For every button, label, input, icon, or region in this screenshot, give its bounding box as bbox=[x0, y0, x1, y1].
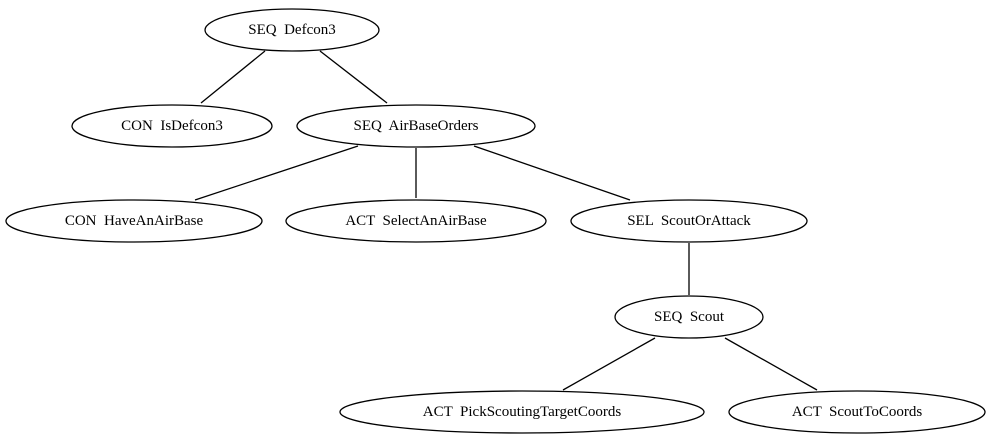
node-isdefcon3: CON IsDefcon3 bbox=[71, 104, 273, 148]
node-haveanairbase: CON HaveAnAirBase bbox=[5, 199, 263, 243]
node-label: CON HaveAnAirBase bbox=[65, 213, 204, 229]
node-ellipse bbox=[5, 199, 263, 243]
node-label: SEQ Defcon3 bbox=[248, 22, 335, 38]
edge-defcon3-isdefcon3 bbox=[200, 50, 266, 104]
edge-airbaseorders-haveanairbase bbox=[194, 145, 359, 201]
node-label: CON IsDefcon3 bbox=[121, 118, 223, 134]
node-pickscoutingtargetcoords: ACT PickScoutingTargetCoords bbox=[339, 390, 705, 434]
edges bbox=[194, 50, 818, 391]
node-selectanairbase: ACT SelectAnAirBase bbox=[285, 199, 547, 243]
node-ellipse bbox=[285, 199, 547, 243]
node-ellipse bbox=[296, 104, 536, 148]
node-label: ACT PickScoutingTargetCoords bbox=[423, 404, 622, 420]
node-ellipse bbox=[570, 199, 808, 243]
edge-airbaseorders-scoutorattack bbox=[473, 145, 631, 201]
node-label: ACT ScoutToCoords bbox=[792, 404, 923, 420]
node-scouttocoords: ACT ScoutToCoords bbox=[728, 390, 986, 434]
node-ellipse bbox=[728, 390, 986, 434]
node-ellipse bbox=[71, 104, 273, 148]
node-scoutorattack: SEL ScoutOrAttack bbox=[570, 199, 808, 243]
edge-defcon3-airbaseorders bbox=[319, 50, 388, 104]
node-defcon3: SEQ Defcon3 bbox=[204, 8, 380, 52]
node-ellipse bbox=[339, 390, 705, 434]
node-airbaseorders: SEQ AirBaseOrders bbox=[296, 104, 536, 148]
node-label: SEQ AirBaseOrders bbox=[354, 118, 479, 134]
node-label: SEQ Scout bbox=[654, 309, 725, 325]
edge-scout-pickscoutingtargetcoords bbox=[562, 337, 656, 391]
node-label: ACT SelectAnAirBase bbox=[345, 213, 487, 229]
node-label: SEL ScoutOrAttack bbox=[627, 213, 751, 229]
node-ellipse bbox=[204, 8, 380, 52]
node-ellipse bbox=[614, 295, 764, 339]
edge-scout-scouttocoords bbox=[724, 337, 818, 391]
node-scout: SEQ Scout bbox=[614, 295, 764, 339]
